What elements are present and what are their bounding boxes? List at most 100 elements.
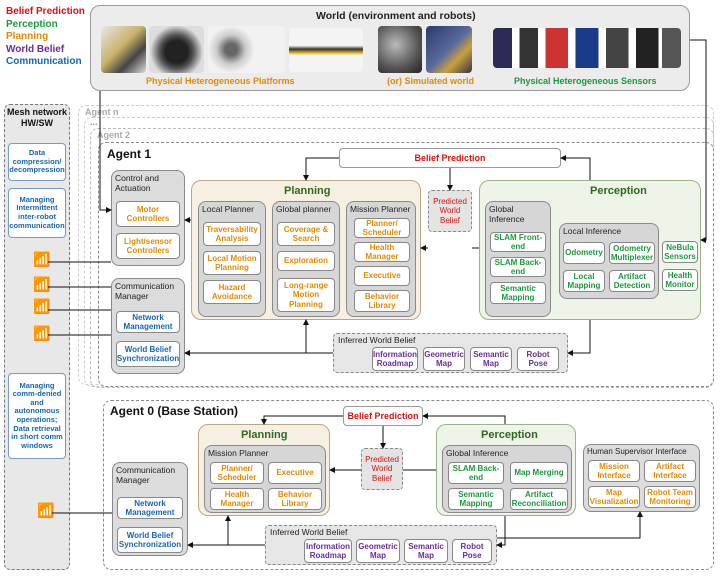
- perception-to-belief-arrow: [567, 320, 591, 356]
- agent-dots-label: ...: [90, 117, 98, 127]
- coverage-search: Coverage & Search: [277, 222, 335, 246]
- world-to-control-arrow: [99, 91, 112, 213]
- legend-planning: Planning: [6, 31, 49, 42]
- agent0-planner-scheduler: Planner/ Scheduler: [210, 462, 264, 484]
- agent0-inferred-world-belief: Inferred World Belief Information Roadma…: [265, 525, 497, 565]
- agent1-inferred-world-belief: Inferred World Belief Information Roadma…: [333, 333, 568, 373]
- agent0-comm-title: Communication Manager: [116, 465, 176, 485]
- executive: Executive: [354, 266, 410, 286]
- agent0-mission-planner: Mission Planner Planner/ Scheduler Execu…: [204, 445, 326, 513]
- sensors-to-perception-arrow: [690, 39, 707, 243]
- wifi-icon: 📶: [33, 251, 51, 267]
- local-planner-panel: Local Planner Traversability Analysis Lo…: [198, 201, 266, 317]
- wifi-icon: 📶: [37, 502, 55, 518]
- robot-team-monitoring[interactable]: Robot Team Monitoring: [644, 486, 696, 508]
- slam-front-end: SLAM Front-end: [490, 232, 546, 252]
- agent-1-title: Agent 1: [107, 147, 152, 161]
- agent0-robot-pose: Robot Pose: [452, 539, 492, 563]
- mission-planner-title: Mission Planner: [350, 204, 411, 214]
- wifi-icon: 📶: [33, 298, 51, 314]
- behavior-library: Behavior Library: [354, 290, 410, 312]
- agent0-world-belief-sync: World Belief Synchronization: [117, 527, 183, 553]
- geometric-map: Geometric Map: [423, 347, 465, 371]
- mesh-intermittent-comm: Managing Intermittent inter-robot commun…: [8, 188, 66, 238]
- agent0-semantic-map: Semantic Map: [404, 539, 448, 563]
- agent0-belief-prediction: Belief Prediction: [343, 406, 423, 426]
- world-title: World (environment and robots): [316, 10, 476, 22]
- robot-photo: [208, 26, 285, 73]
- wifi-icon: 📶: [33, 325, 51, 341]
- traversability-analysis: Traversability Analysis: [203, 222, 261, 246]
- health-monitor: Health Monitor: [662, 269, 698, 291]
- agent1-perception-title: Perception: [590, 185, 647, 197]
- odometry-multiplexer: Odometry Multiplexer: [609, 242, 655, 264]
- world-panel: World (environment and robots) Physical …: [90, 5, 690, 91]
- agent0-perception-title: Perception: [481, 429, 538, 441]
- perception-to-bp-arrow: [560, 155, 591, 180]
- mission-interface[interactable]: Mission Interface: [588, 460, 640, 482]
- global-planner-panel: Global planner Coverage & Search Explora…: [272, 201, 340, 317]
- odometry: Odometry: [563, 242, 605, 264]
- robot-photo: [101, 26, 146, 73]
- robot-photo: [289, 28, 363, 72]
- a0-perception-to-bp-arrow: [422, 413, 506, 424]
- legend-belief-prediction: Belief Prediction: [6, 6, 85, 17]
- map-visualization[interactable]: Map Visualization: [588, 486, 640, 508]
- agent1-comm-manager: Communication Manager Network Management…: [111, 278, 185, 374]
- robot-photo: [149, 26, 204, 73]
- a0-perception-to-belief-arrow: [496, 516, 506, 548]
- mesh-data-compression: Data compression/ decompression: [8, 143, 66, 181]
- bp-to-planning-arrow: [303, 157, 339, 181]
- hazard-avoidance: Hazard Avoidance: [203, 280, 261, 304]
- agent0-global-title: Global Inference: [446, 448, 509, 458]
- agent0-geometric-map: Geometric Map: [356, 539, 400, 563]
- local-planner-title: Local Planner: [202, 204, 254, 214]
- sensors-label: Physical Heterogeneous Sensors: [514, 76, 657, 86]
- network-management: Network Management: [116, 311, 180, 333]
- simulated-world-image: [426, 26, 472, 73]
- artifact-detection: Artifact Detection: [609, 270, 655, 292]
- agent-2-label: Agent 2: [97, 130, 131, 140]
- semantic-map: Semantic Map: [470, 347, 512, 371]
- simulated-world-image: [378, 26, 422, 73]
- semantic-mapping: Semantic Mapping: [490, 282, 546, 304]
- agent0-inferred-title: Inferred World Belief: [270, 527, 348, 537]
- local-motion-planning: Local Motion Planning: [203, 251, 261, 275]
- platforms-label: Physical Heterogeneous Platforms: [146, 76, 295, 86]
- control-title: Control and Actuation: [115, 173, 159, 193]
- agent-0-title: Agent 0 (Base Station): [110, 404, 239, 418]
- agent0-health-manager: Health Manager: [210, 488, 264, 510]
- global-planner-title: Global planner: [276, 204, 332, 214]
- agent-n-label: Agent n: [85, 107, 119, 117]
- sensors-photo: [493, 28, 681, 68]
- agent0-information-roadmap: Information Roadmap: [304, 539, 352, 563]
- agent1-perception-panel: Perception Global Inference SLAM Front-e…: [479, 180, 701, 320]
- legend-perception: Perception: [6, 18, 58, 30]
- local-inference-panel: Local Inference Odometry Odometry Multip…: [559, 223, 659, 299]
- control-actuation-panel: Control and Actuation Motor Controllers …: [111, 170, 185, 266]
- motor-controllers: Motor Controllers: [116, 201, 180, 227]
- legend-world-belief: World Belief: [6, 43, 65, 55]
- local-mapping: Local Mapping: [563, 270, 605, 292]
- agent1-planning-title: Planning: [284, 185, 331, 197]
- artifact-reconciliation: Artifact Reconciliation: [510, 488, 568, 510]
- agent0-mission-title: Mission Planner: [208, 448, 269, 458]
- comm-title: Communication Manager: [115, 281, 175, 301]
- map-merging: Map Merging: [510, 462, 568, 484]
- agent0-network-management: Network Management: [117, 497, 183, 519]
- slam-back-end: SLAM Back-end: [490, 257, 546, 277]
- artifact-interface[interactable]: Artifact Interface: [644, 460, 696, 482]
- mesh-network-panel: Mesh network HW/SW Data compression/ dec…: [4, 104, 70, 570]
- robot-pose: Robot Pose: [517, 347, 559, 371]
- agent1-predicted-world-belief: Predicted World Belief: [428, 190, 472, 232]
- agent0-perception-panel: Perception Global Inference SLAM Back-en…: [436, 424, 576, 516]
- simulated-label: (or) Simulated world: [387, 76, 475, 86]
- global-inference-panel: Global Inference SLAM Front-end SLAM Bac…: [485, 201, 551, 317]
- agent0-slam-back-end: SLAM Back-end: [448, 462, 504, 484]
- information-roadmap: Information Roadmap: [372, 347, 418, 371]
- world-belief-sync: World Belief Synchronization: [116, 341, 180, 367]
- agent1-planning-panel: Planning Local Planner Traversability An…: [191, 180, 421, 320]
- local-inference-title: Local Inference: [563, 226, 622, 236]
- long-range-motion-planning: Long-range Motion Planning: [277, 278, 335, 312]
